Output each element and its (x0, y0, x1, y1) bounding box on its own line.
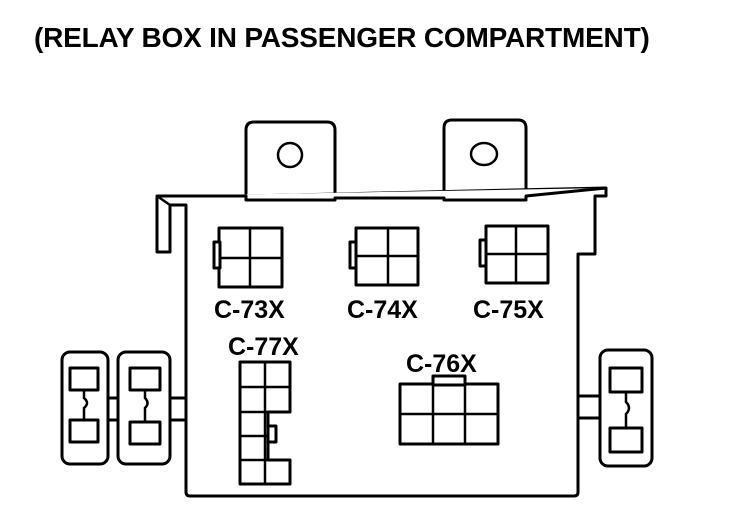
label-c76x: C-76X (406, 350, 477, 378)
mounting-tab-right (442, 118, 528, 200)
label-c73x: C-73X (214, 296, 285, 324)
external-connector-right (576, 348, 654, 468)
mounting-tab-left (244, 120, 337, 200)
connector-c75x (478, 224, 550, 285)
label-c74x: C-74X (347, 296, 418, 324)
external-connector-left-2 (106, 350, 188, 466)
connector-c73x (212, 226, 284, 289)
external-connector-left-1 (60, 350, 110, 466)
connector-c77x (238, 360, 292, 486)
connector-c74x (348, 226, 420, 287)
label-c75x: C-75X (473, 296, 544, 324)
connector-c76x (398, 374, 500, 446)
label-c77x: C-77X (228, 333, 299, 361)
page-title: (RELAY BOX IN PASSENGER COMPARTMENT) (34, 22, 650, 53)
